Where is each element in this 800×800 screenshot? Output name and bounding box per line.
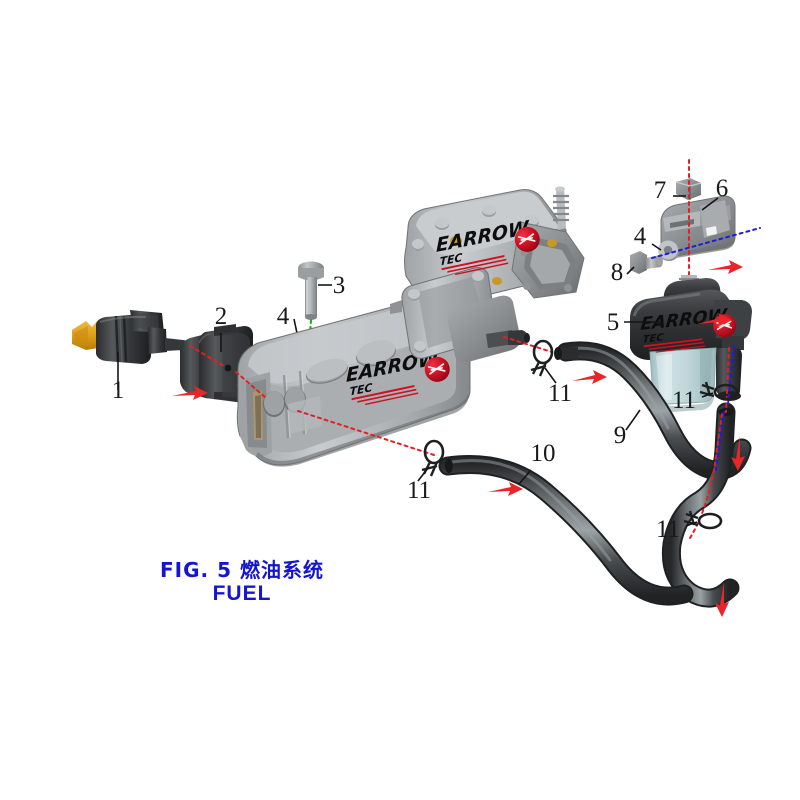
callout-2: 2 [215, 303, 228, 330]
callout-10: 10 [531, 440, 556, 467]
part-11-hose-clamp-c [699, 381, 739, 401]
callout-5: 5 [607, 309, 620, 336]
part-11-hose-clamp-a [530, 339, 557, 384]
assembly-axis-blue-filter [715, 345, 735, 471]
part-3-bolt [298, 261, 332, 320]
part-5-fuel-filter [624, 275, 752, 412]
caption-english: FUEL [213, 582, 272, 605]
part-11-hose-clamp-b [417, 439, 445, 482]
callout-3: 3 [333, 272, 346, 299]
part-4-washer-right [651, 240, 680, 261]
callout-1: 1 [112, 377, 125, 404]
callout-11-a: 11 [548, 380, 572, 407]
callout-9: 9 [614, 422, 627, 449]
part-11-hose-clamp-d [683, 510, 723, 530]
idle-adjust-screw [553, 186, 569, 230]
caption-chinese: FIG. 5 燃油系统 [160, 558, 324, 582]
part-7-nut [673, 178, 702, 200]
assembly-axis-red-main [189, 336, 730, 539]
callout-numbers: 1 2 3 4 4 5 6 7 8 9 10 11 11 11 11 [112, 175, 729, 543]
assembly-axis-blue-bracket [651, 227, 761, 259]
figure-caption: FIG. 5 燃油系统 FUEL [160, 558, 324, 605]
callout-4-left: 4 [277, 303, 290, 330]
callout-7: 7 [654, 177, 667, 204]
carburetor-assembly [390, 186, 585, 363]
part-1-fuel-pump-injector [72, 310, 192, 390]
callout-11-c: 11 [672, 387, 696, 414]
callout-11-b: 11 [407, 477, 431, 504]
callout-4-right: 4 [634, 223, 647, 250]
part-10-fuel-hose-lower [438, 454, 694, 606]
callout-11-d: 11 [656, 516, 680, 543]
callout-6: 6 [716, 175, 729, 202]
part-8-bolt-short [626, 251, 663, 275]
callout-8: 8 [611, 259, 624, 286]
flow-arrows [172, 260, 745, 617]
